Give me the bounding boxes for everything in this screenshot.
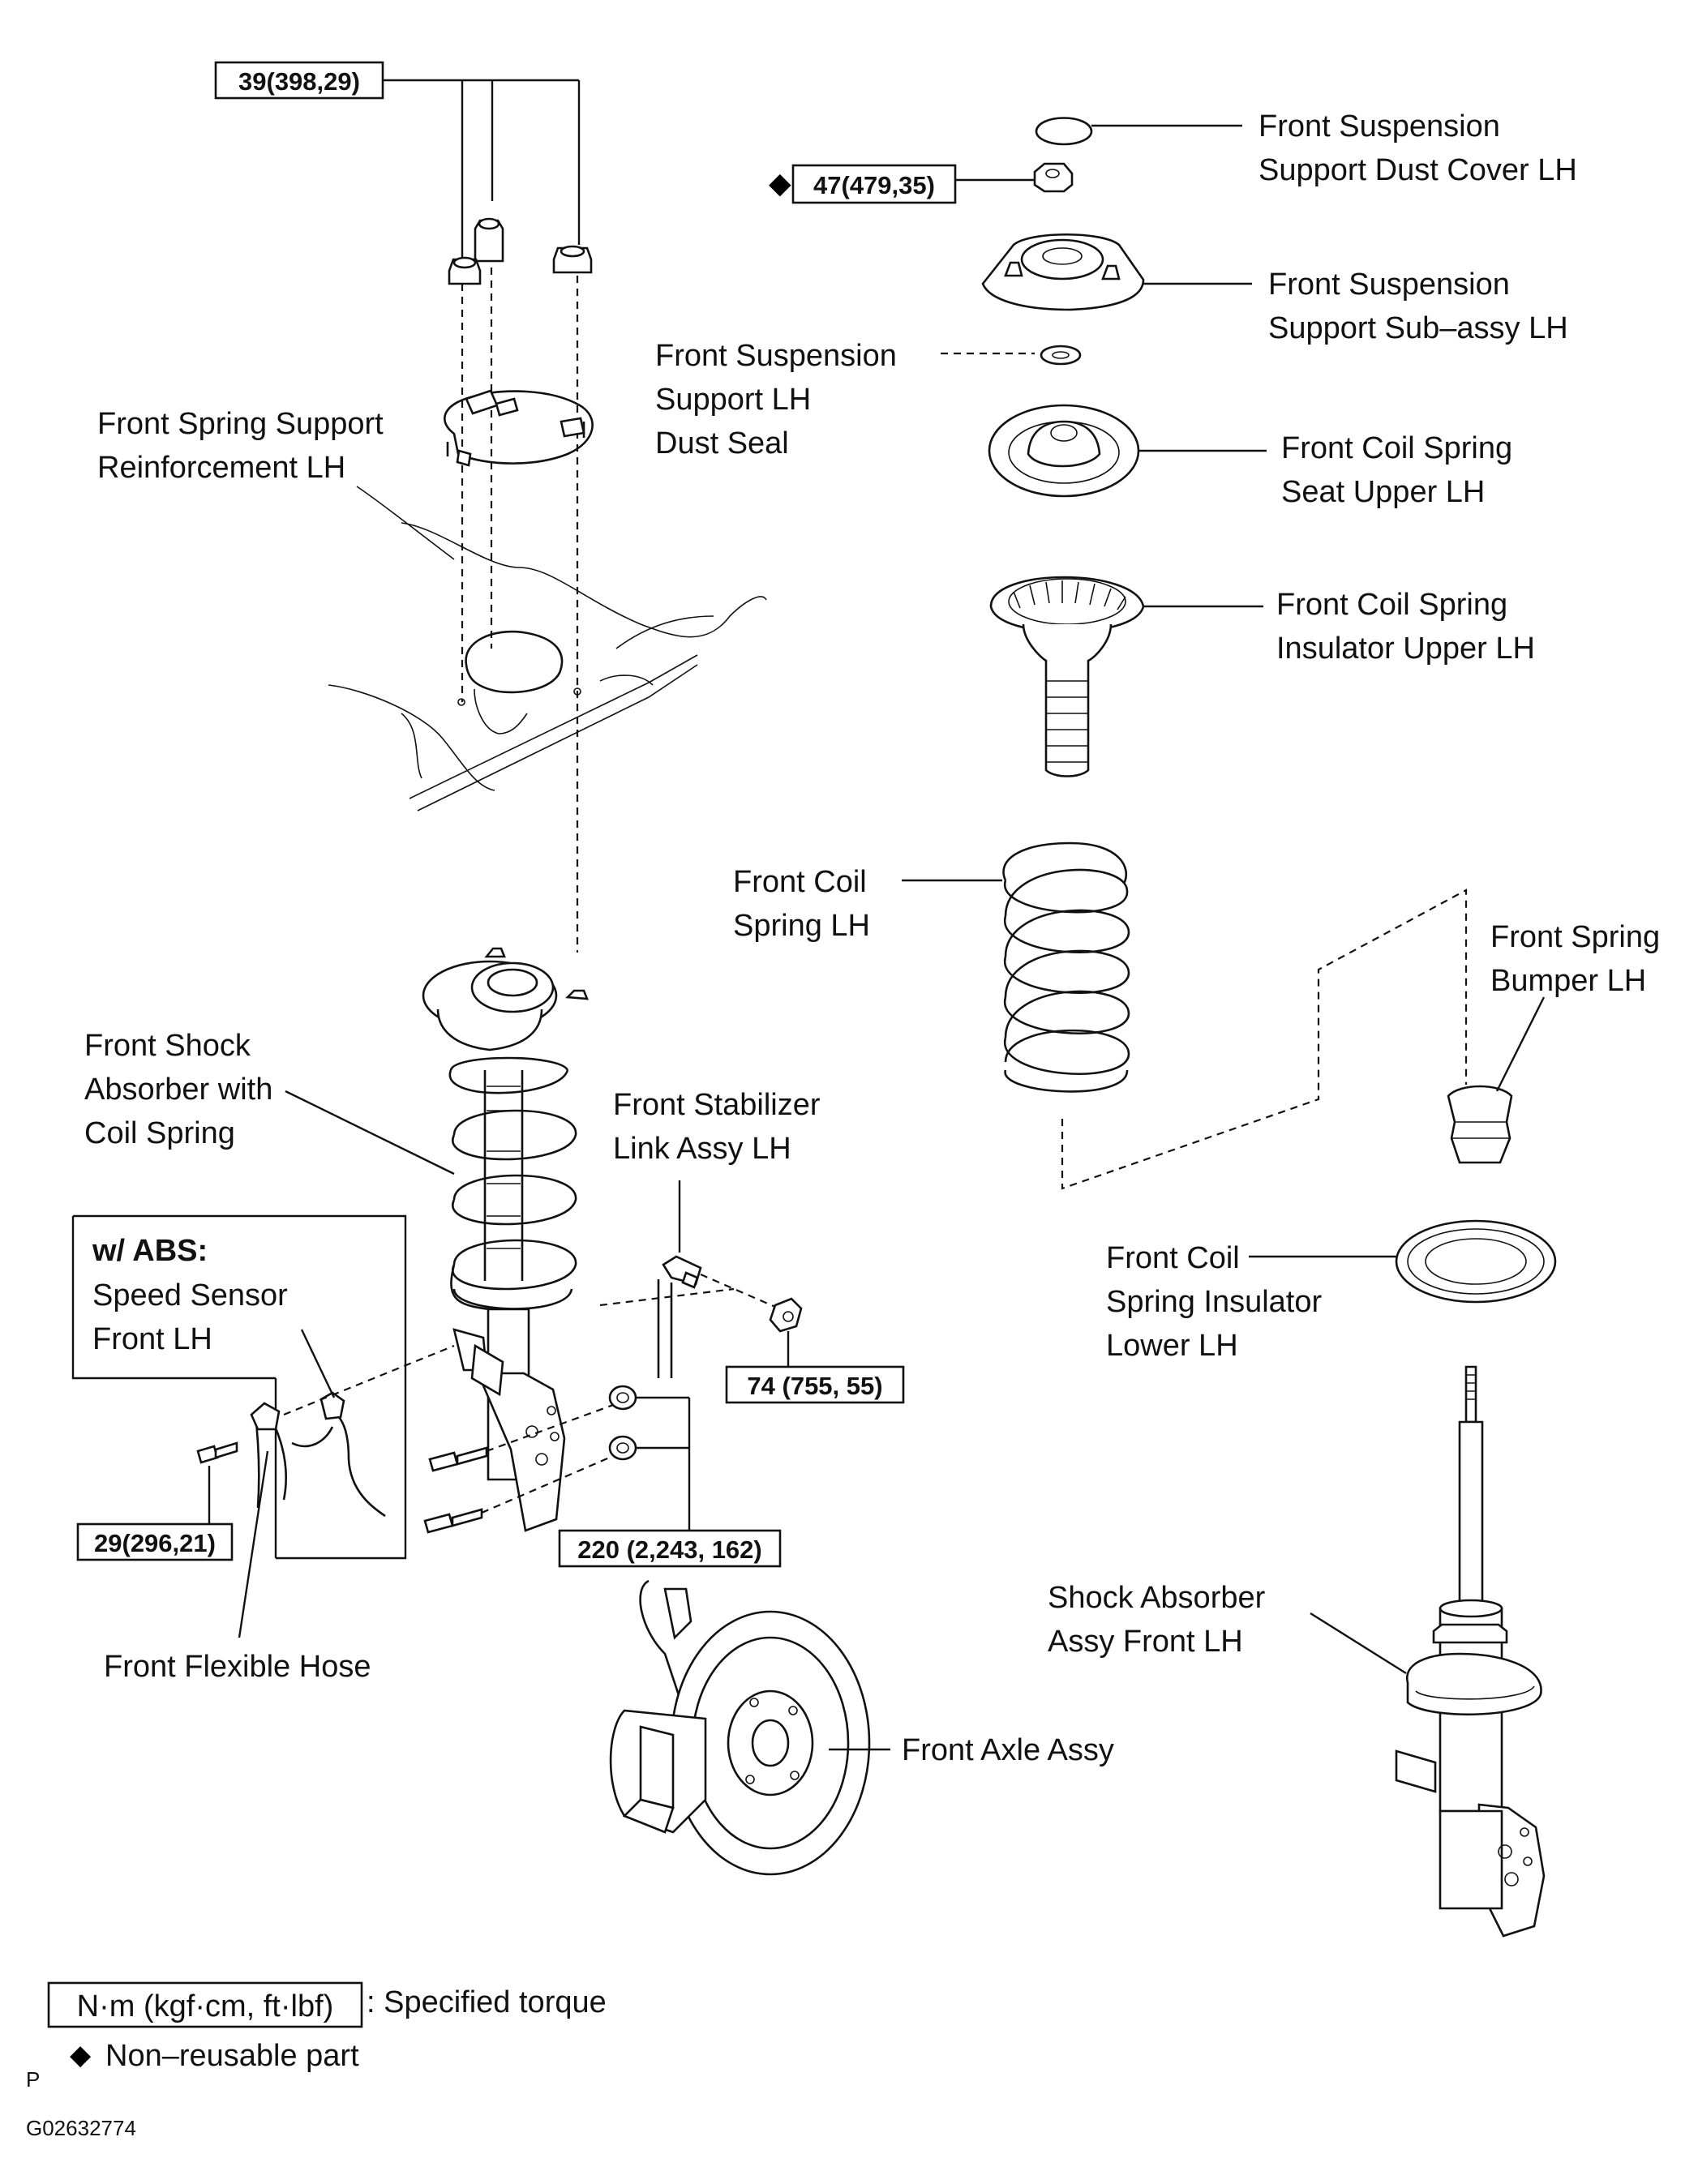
nut-icon: [474, 217, 504, 263]
coil-spring-label: Front Coil Spring LH: [733, 865, 875, 943]
shock-assy-label: Shock Absorber Assy Front LH: [1048, 1581, 1274, 1659]
figure-code: G02632774: [26, 2116, 136, 2140]
nut-icon: [448, 256, 482, 285]
insulator-upper-label: Front Coil Spring Insulator Upper LH: [1276, 588, 1535, 666]
knuckle-torque-callout: 220 (2,243, 162): [558, 1529, 782, 1568]
abs-note-box: w/ ABS: Speed Sensor Front LH: [71, 1214, 407, 1560]
support-sub-assy-label: Front Suspension Support Sub–assy LH: [1268, 268, 1568, 345]
sensor-torque: 29(296,21): [94, 1529, 216, 1557]
sensor-torque-callout: 29(296,21): [76, 1522, 234, 1561]
spring-bumper-label: Front Spring Bumper LH: [1490, 920, 1669, 998]
suspension-support-sub-assy: [981, 233, 1145, 311]
axle-assy-label: Front Axle Assy: [902, 1733, 1114, 1767]
shock-absorber-assy: [1395, 1365, 1546, 1938]
dust-seal: [1040, 345, 1082, 366]
nut-icon: [608, 1435, 637, 1461]
stabilizer-link: [599, 1255, 803, 1378]
spring-seat-upper-label: Front Coil Spring Seat Upper LH: [1281, 431, 1521, 509]
rod-nut: [1033, 162, 1074, 193]
coil-spring-seat-upper: [988, 404, 1140, 498]
non-reusable-diamond-icon: ◆: [769, 167, 791, 200]
assembled-coil-spring: [448, 1056, 577, 1311]
bolt-icon: [428, 1446, 488, 1472]
shock-with-spring-label: Front Shock Absorber with Coil Spring: [84, 1029, 281, 1150]
nut-icon: [769, 1297, 803, 1333]
non-reusable-legend-text: Non–reusable part: [105, 2039, 359, 2073]
top-nuts-torque-callout: 39(398,29): [214, 61, 581, 258]
rod-nut-torque: 47(479,35): [813, 171, 935, 199]
dust-cover: [1035, 117, 1093, 146]
coil-spring-insulator-lower: [1395, 1219, 1557, 1304]
coil-spring: [1002, 841, 1130, 1093]
spring-bumper: [1447, 1085, 1513, 1164]
front-axle-assy: [609, 1579, 871, 1876]
legend: N·m (kgf·cm, ft·lbf) : Specified torque …: [47, 1981, 607, 2073]
spring-support-reinforcement: [444, 389, 594, 467]
top-nuts-torque: 39(398,29): [238, 67, 360, 96]
bolt-icon: [423, 1508, 483, 1534]
stabilizer-link-label: Front Stabilizer Link Assy LH: [613, 1088, 829, 1166]
dust-cover-label: Front Suspension Support Dust Cover LH: [1258, 109, 1577, 187]
footer-letter: P: [26, 2067, 40, 2092]
torque-unit-box: N·m (kgf·cm, ft·lbf): [77, 1989, 334, 2023]
insulator-lower-label: Front Coil Spring Insulator Lower LH: [1106, 1241, 1331, 1363]
stabilizer-torque-callout: 74 (755, 55): [725, 1331, 905, 1404]
vehicle-body-panel: [328, 486, 767, 812]
nut-icon: [608, 1385, 637, 1411]
flexible-hose-label: Front Flexible Hose: [104, 1650, 371, 1684]
rod-nut-torque-callout: 47(479,35): [791, 164, 1035, 204]
reinforcement-label: Front Spring Support Reinforcement LH: [97, 407, 392, 485]
bolt-icon: [196, 1441, 238, 1464]
speed-sensor-label: Speed Sensor Front LH: [92, 1278, 296, 1356]
non-reusable-legend-diamond-icon: ◆: [70, 2039, 92, 2071]
top-mounting-nuts: [448, 217, 593, 953]
coil-spring-insulator-upper: [989, 576, 1145, 777]
knuckle-bolts: [423, 1385, 691, 1534]
torque-legend-text: : Specified torque: [367, 1985, 607, 2019]
knuckle-torque: 220 (2,243, 162): [577, 1535, 762, 1564]
nut-icon: [552, 245, 593, 274]
dust-seal-label: Front Suspension Support LH Dust Seal: [655, 339, 905, 460]
strut-assembly: [422, 947, 589, 1532]
speed-sensor-and-hose: [196, 1329, 455, 1524]
abs-title: w/ ABS:: [92, 1234, 208, 1268]
stabilizer-torque: 74 (755, 55): [747, 1372, 882, 1400]
